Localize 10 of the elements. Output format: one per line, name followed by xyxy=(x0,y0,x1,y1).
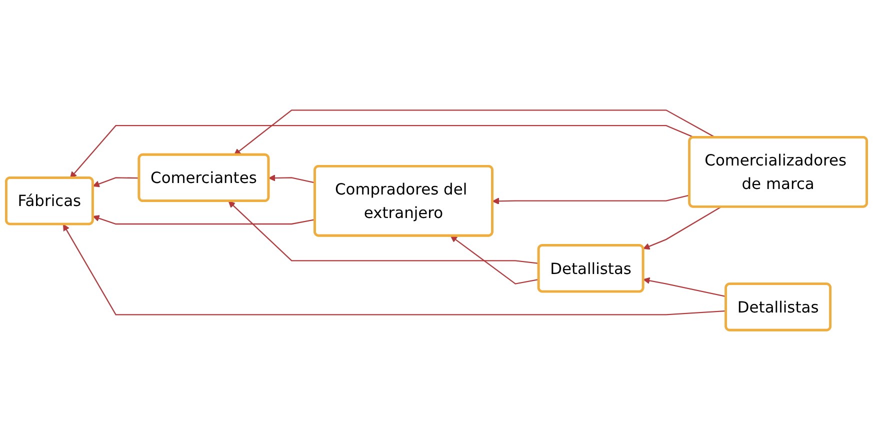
arrow xyxy=(268,174,316,184)
arrow xyxy=(234,110,716,156)
arrow xyxy=(643,278,726,298)
arrow xyxy=(492,195,690,205)
arrow xyxy=(92,215,316,225)
arrow xyxy=(63,224,726,316)
arrow xyxy=(92,177,140,188)
arrow xyxy=(228,201,539,264)
arrow xyxy=(450,236,540,285)
arrow xyxy=(643,206,722,250)
